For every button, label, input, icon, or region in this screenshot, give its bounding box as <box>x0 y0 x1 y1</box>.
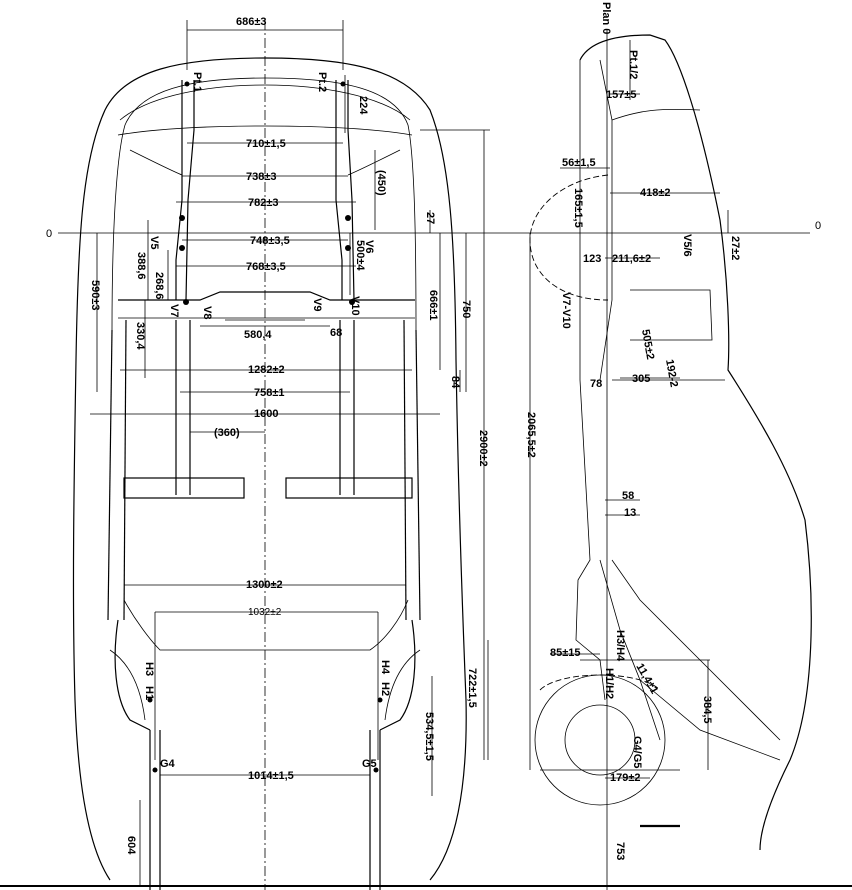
dim-179: 179±2 <box>610 772 641 784</box>
label-h12: H1/H2 <box>603 668 615 699</box>
point-h4: H4 <box>379 660 391 675</box>
point-v7: V7 <box>168 304 180 317</box>
dim-1282: 1282±2 <box>248 364 285 376</box>
point-v8: V8 <box>201 306 213 319</box>
dim-13: 13 <box>624 507 636 519</box>
label-v710: V7-V10 <box>560 292 572 329</box>
dim-1014: 1014±1,5 <box>248 770 294 782</box>
dim-56: 56±1,5 <box>562 157 596 169</box>
plan-view: 0 686±3 710±1,5 738±3 782±3 748±3,5 768±… <box>46 16 810 890</box>
dim-78: 78 <box>590 378 602 390</box>
point-h3: H3 <box>143 662 155 676</box>
dim-1032: 1032±2 <box>248 607 282 618</box>
dim-68: 68 <box>330 327 342 339</box>
point-v6: V6 <box>363 240 375 253</box>
point-h1: H1 <box>143 686 155 700</box>
dim-418: 418±2 <box>640 187 671 199</box>
dim-500: 500±4 <box>354 240 366 271</box>
dim-748: 748±3,5 <box>250 235 290 247</box>
dim-384: 384,5 <box>701 696 713 724</box>
dim-580: 580,4 <box>244 329 272 341</box>
point-v10: V10 <box>349 296 361 316</box>
dim-165: 165±1,5 <box>572 188 584 228</box>
dim-534: 534,5±1,5 <box>423 712 435 761</box>
dim-27-side: 27±2 <box>729 236 741 260</box>
dim-157: 157±5 <box>606 89 637 101</box>
horizontal-dims: 686±3 710±1,5 738±3 782±3 748±3,5 768±3,… <box>90 16 440 782</box>
dim-388: 388,6 <box>135 252 147 280</box>
label-v56: V5/6 <box>681 234 693 257</box>
label-g45: G4/G5 <box>631 736 643 768</box>
dim-753: 753 <box>614 842 626 860</box>
dim-2065: 2065,5±2 <box>525 412 537 458</box>
dim-2900: 2900±2 <box>477 430 489 467</box>
zero-left-label: 0 <box>46 228 52 240</box>
point-v5: V5 <box>148 236 160 249</box>
point-g5: G5 <box>362 758 377 770</box>
dim-268: 268,6 <box>153 272 165 300</box>
dim-330: 330,4 <box>134 322 146 350</box>
point-pt2: Pt.2 <box>316 72 328 92</box>
dim-666: 666±1 <box>427 290 439 321</box>
vertical-dims: 224 (450) 27 500±4 666±1 750 84 2900±2 5… <box>89 75 490 885</box>
dim-1300: 1300±2 <box>246 579 283 591</box>
dim-604: 604 <box>125 836 137 855</box>
point-pt1: Pt.1 <box>191 72 203 92</box>
dim-686: 686±3 <box>236 16 267 28</box>
dim-450: (450) <box>375 170 387 196</box>
dim-738: 738±3 <box>246 171 277 183</box>
dim-758: 758±1 <box>254 387 285 399</box>
dim-305: 305 <box>632 373 650 385</box>
dim-224: 224 <box>357 96 369 115</box>
dim-782: 782±3 <box>248 197 279 209</box>
dim-pt12: Pt.1/2 <box>627 50 639 79</box>
label-h34: H3/H4 <box>614 630 626 662</box>
side-view: Plan 0 0 Pt.1/2 157±5 56±1,5 418±2 165±1… <box>525 2 821 890</box>
dim-27: 27 <box>424 212 436 224</box>
point-g4: G4 <box>160 758 176 770</box>
point-v9: V9 <box>311 298 323 311</box>
dim-84: 84 <box>449 376 461 389</box>
dim-123: 123 <box>583 253 601 265</box>
dim-211: 211,6±2 <box>612 253 651 265</box>
dim-505: 505±2 <box>639 328 656 360</box>
dim-360: (360) <box>214 427 240 439</box>
dim-192: 192-2 <box>663 358 680 388</box>
dim-85: 85±15 <box>550 647 581 659</box>
dim-1600: 1600 <box>254 408 278 420</box>
side-profile <box>579 34 812 851</box>
dim-750: 750 <box>460 300 472 318</box>
dim-590: 590±3 <box>89 280 101 311</box>
dim-722: 722±1,5 <box>466 668 478 708</box>
plan0-label: Plan 0 <box>600 2 612 34</box>
dim-710: 710±1,5 <box>246 138 286 150</box>
zero-right-label: 0 <box>815 220 821 232</box>
point-h2: H2 <box>379 682 391 696</box>
reference-points: Pt.1 Pt.2 V5 V6 V7 V8 V9 V10 H1 H2 H3 H4… <box>143 72 391 773</box>
dim-768: 768±3,5 <box>246 261 286 273</box>
body-outline <box>72 57 467 881</box>
dim-58: 58 <box>622 490 634 502</box>
